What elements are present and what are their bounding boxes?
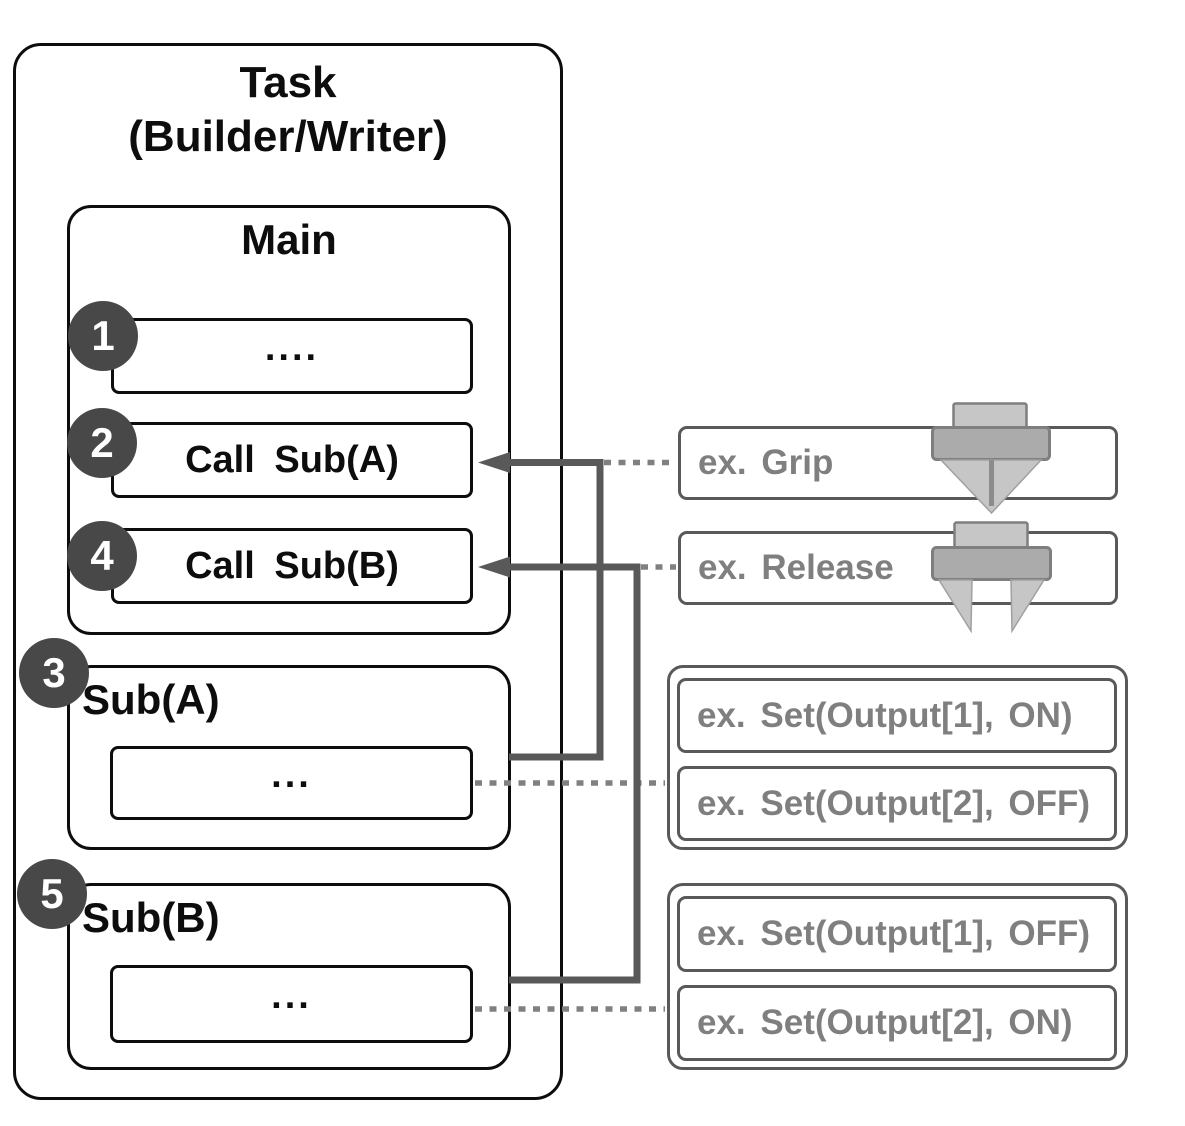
sub-a-title: Sub(A)	[82, 676, 220, 723]
sub-b-op-1-label: ex. Set(Output[1], OFF)	[697, 914, 1091, 953]
call-sub-a-box: Call Sub(A)	[111, 422, 473, 498]
step-badge-4: 4	[67, 521, 137, 591]
call-sub-b-label: Call Sub(B)	[185, 544, 399, 587]
sub-a-op-2-box: ex. Set(Output[2], OFF)	[677, 766, 1117, 841]
task-title: Task (Builder/Writer)	[13, 56, 563, 164]
sub-b-op-2-label: ex. Set(Output[2], ON)	[697, 1003, 1073, 1042]
sub-b-body-box: ...	[110, 965, 473, 1043]
task-title-line1: Task	[239, 58, 337, 107]
call-sub-a-label: Call Sub(A)	[185, 438, 399, 481]
release-example-box: ex. Release	[678, 531, 1118, 605]
step-badge-1: 1	[68, 301, 138, 371]
step-1-label: ....	[264, 326, 320, 369]
sub-b-body-label: ...	[271, 974, 312, 1017]
release-label: ex. Release	[698, 548, 894, 587]
grip-example-box: ex. Grip	[678, 426, 1118, 500]
sub-b-op-2-box: ex. Set(Output[2], ON)	[677, 985, 1117, 1061]
sub-a-op-1-label: ex. Set(Output[1], ON)	[697, 695, 1073, 735]
main-title: Main	[241, 216, 337, 263]
sub-a-op-2-label: ex. Set(Output[2], OFF)	[697, 783, 1091, 823]
sub-a-op-1-box: ex. Set(Output[1], ON)	[677, 678, 1117, 753]
sub-a-body-box: ...	[110, 746, 473, 820]
grip-label: ex. Grip	[698, 443, 834, 482]
step-badge-3: 3	[19, 638, 89, 708]
sub-b-title: Sub(B)	[82, 894, 220, 941]
sub-a-body-label: ...	[271, 753, 312, 796]
sub-b-op-1-box: ex. Set(Output[1], OFF)	[677, 896, 1117, 972]
task-title-line2: (Builder/Writer)	[128, 112, 448, 161]
step-1-box: ....	[111, 318, 473, 394]
step-badge-2: 2	[67, 408, 137, 478]
call-sub-b-box: Call Sub(B)	[111, 528, 473, 604]
step-badge-5: 5	[17, 859, 87, 929]
